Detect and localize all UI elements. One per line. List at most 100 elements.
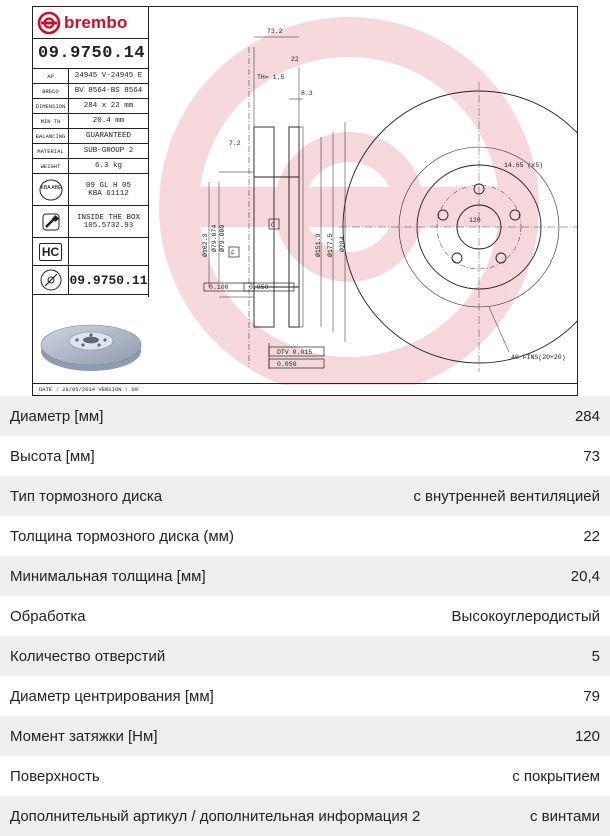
spec-label: Тип тормозного диска <box>10 487 163 505</box>
spec-value: BV 8564-BS 8564 <box>74 87 143 95</box>
hc-label: HC <box>38 242 63 261</box>
tol-dtv: DTV 0.015 <box>277 349 312 356</box>
screw-icon <box>33 206 69 237</box>
spec-label: Количество отверстий <box>10 647 166 665</box>
spec-label: Толщина тормозного диска (мм) <box>10 527 234 545</box>
spec-value: с покрытием <box>512 767 600 785</box>
spec-row: Диаметр центрирования [мм] 79 <box>0 676 610 716</box>
spec-label: Дополнительный артикул / дополнительная … <box>10 807 421 825</box>
dim-22: 22 <box>291 56 299 63</box>
spec-row: Диаметр [мм] 284 <box>0 396 610 436</box>
brand-logo: brembo <box>33 7 148 39</box>
spec-key: WEIGHT <box>33 159 69 173</box>
spec-label: Момент затяжки [Нм] <box>10 727 158 745</box>
spec-key: BALANCING <box>33 129 69 143</box>
spec-row-ap: AP 24945 V-24945 E <box>33 69 148 84</box>
brembo-logo-icon <box>37 11 61 34</box>
dim-d79-074: Ø79.074 <box>210 225 218 252</box>
spec-key: MATERIAL <box>33 144 69 158</box>
spec-row: Поверхность с покрытием <box>0 756 610 796</box>
spec-row: Тип тормозного диска с внутренней вентиля… <box>0 476 610 516</box>
spec-row-hc: HC <box>33 238 148 266</box>
inside-box-line-2: 105.5732.93 <box>83 221 134 230</box>
spec-label: Обработка <box>10 607 86 625</box>
kba-abe-icon: KBA ABE <box>33 174 69 205</box>
spec-row: Минимальная толщина [мм] 20,4 <box>0 556 610 596</box>
spec-block: brembo 09.9750.14 AP 24945 V-24945 E BREC… <box>33 7 149 297</box>
inside-box-line-1: INSIDE THE BOX <box>76 213 140 222</box>
tol-f: F <box>231 250 235 257</box>
dim-d79-000: Ø79.000 <box>218 225 226 252</box>
spec-value: 6.3 kg <box>94 162 122 170</box>
spec-row-balancing: BALANCING GUARANTEED <box>33 129 148 144</box>
spec-value: 22 <box>583 527 600 545</box>
tol-0-050: 0.050 <box>249 284 269 291</box>
spec-label: Высота [мм] <box>10 447 95 465</box>
spec-label: Минимальная толщина [мм] <box>10 567 206 585</box>
spec-key: DIMENSION <box>33 99 69 113</box>
spec-row-material: MATERIAL SUB-GROUP 2 <box>33 144 148 159</box>
spec-value: 79 <box>583 687 600 705</box>
spec-value: SUB-GROUP 2 <box>83 147 134 155</box>
spec-value: 284 x 22 mm <box>83 102 134 110</box>
tol-c: C <box>271 222 275 229</box>
spec-row-dimension: DIMENSION 284 x 22 mm <box>33 99 148 114</box>
part-number: 09.9750.14 <box>33 39 148 69</box>
disc-cross-section-drawing: 73.2 22 TH= 1.5 8.3 7.2 C F 0.100 0.050 … <box>159 17 577 385</box>
dim-14-65: 14.65 (x5) <box>504 162 543 169</box>
spec-value: 73 <box>583 447 600 465</box>
specs-table: Диаметр [мм] 284 Высота [мм] 73 Тип тормоз… <box>0 396 610 836</box>
spec-label: Диаметр центрирования [мм] <box>10 687 214 705</box>
dim-120: 120 <box>469 217 481 224</box>
technical-drawing: brembo 09.9750.14 AP 24945 V-24945 E BREC… <box>32 6 578 396</box>
dim-d162: Ø162.3 <box>201 233 209 257</box>
dim-7-2: 7.2 <box>229 140 241 147</box>
spec-value: с внутренней вентиляцией <box>413 487 600 505</box>
spec-row: Высота [мм] 73 <box>0 436 610 476</box>
alt-part-number: 09.9750.11 <box>69 272 148 288</box>
spec-value: 20.4 mm <box>92 117 125 125</box>
dim-d177: Ø177.5 <box>326 233 334 257</box>
spec-label: Поверхность <box>10 767 100 785</box>
spec-row: Момент затяжки [Нм] 120 <box>0 716 610 756</box>
spec-value: GUARANTEED <box>85 132 131 140</box>
alt-part-row: 09.9750.11 <box>33 266 148 295</box>
disc-render-image <box>40 324 142 371</box>
spec-row: Толщина тормозного диска (мм) 22 <box>0 516 610 556</box>
dim-fins: 40 FINS(20+20) <box>511 354 566 361</box>
spec-value: 5 <box>591 647 600 665</box>
spec-value: 284 <box>574 407 600 425</box>
spec-row: Дополнительный артикул / дополнительная … <box>0 796 610 836</box>
dim-8-3: 8.3 <box>301 90 313 97</box>
kba-line-2: KBA 61112 <box>88 189 129 198</box>
brand-name: brembo <box>64 12 128 32</box>
dim-d284: Ø284 <box>338 236 346 252</box>
tol-flatness: 0.050 <box>277 361 297 368</box>
tol-0-100: 0.100 <box>209 284 229 291</box>
dim-d151: Ø151.9 <box>314 233 322 257</box>
spec-row-min-th: MIN TH 20.4 mm <box>33 114 148 129</box>
spec-key: MIN TH <box>33 114 69 128</box>
kba-abe-text: KBA ABE <box>40 185 62 191</box>
spec-row: Количество отверстий 5 <box>0 636 610 676</box>
spec-row-weight: WEIGHT 6.3 kg <box>33 159 148 174</box>
kba-line-1: 09 GL H 05 <box>85 181 131 190</box>
spec-value: Высокоуглеродистый <box>451 607 600 625</box>
spec-key: AP <box>33 69 69 83</box>
spec-value: 120 <box>574 727 600 745</box>
hc-icon: HC <box>33 238 69 265</box>
spec-row: Обработка Высокоуглеродистый <box>0 596 610 636</box>
brembo-watermark-icon <box>159 17 539 385</box>
dim-73: 73.2 <box>267 28 283 35</box>
spec-value: с винтами <box>529 807 600 825</box>
dim-th: TH= 1.5 <box>257 74 284 81</box>
spec-row-breco: BRECO BV 8564-BS 8564 <box>33 84 148 99</box>
spec-key: BRECO <box>33 84 69 98</box>
disc-profile-icon <box>33 266 69 294</box>
spec-label: Диаметр [мм] <box>10 407 104 425</box>
date-version: DATE : 28/05/2014 VERSION : 00 <box>33 383 577 395</box>
spec-value: 20,4 <box>570 567 600 585</box>
spec-value: 24945 V-24945 E <box>74 72 143 80</box>
